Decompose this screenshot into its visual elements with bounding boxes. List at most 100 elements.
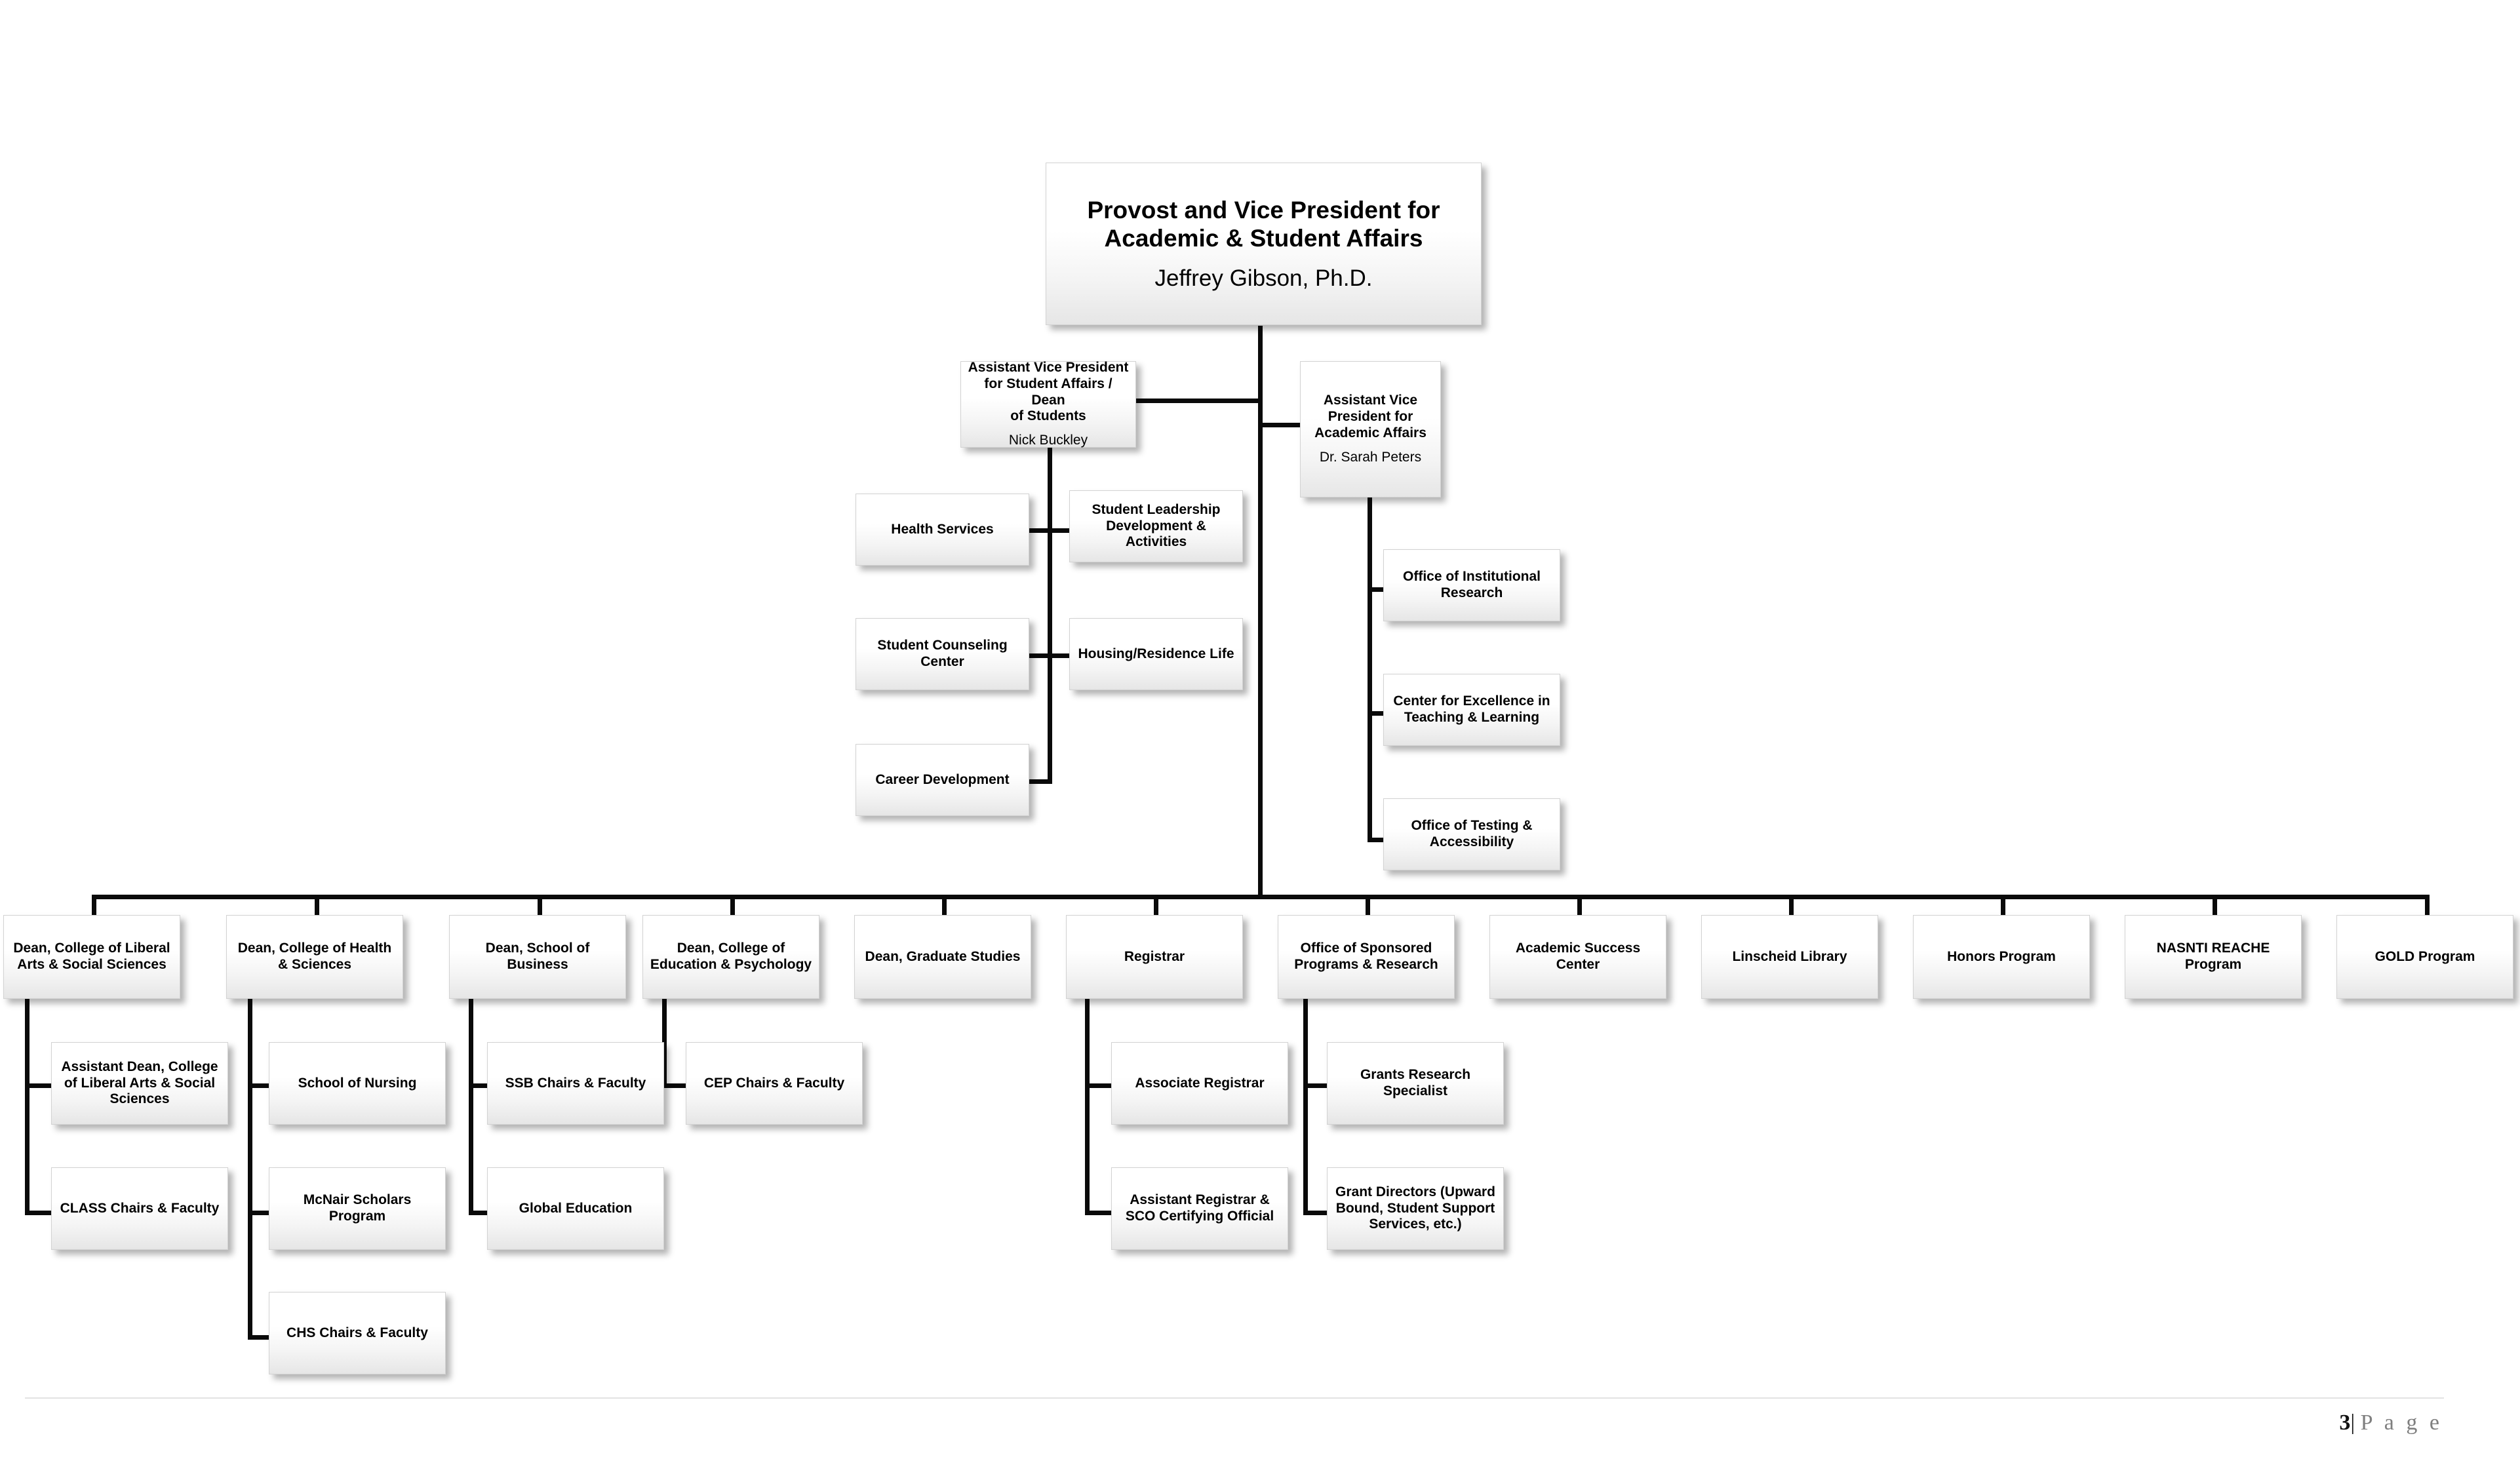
connector-provost-to-avp-aa [1258, 423, 1301, 427]
housing-residence-life-label: Housing/Residence Life [1078, 646, 1234, 661]
mcnair-scholars-label: McNair Scholars Program [303, 1192, 412, 1224]
footer-separator: | [2350, 1410, 2355, 1435]
student-leadership-label: Student Leadership Development & Activit… [1092, 501, 1221, 550]
org-node-avp-student-affairs[interactable]: Assistant Vice President for Student Aff… [960, 360, 1136, 448]
footer-divider [25, 1397, 2444, 1399]
org-node-chs-chairs-faculty[interactable]: CHS Chairs & Faculty [269, 1292, 446, 1374]
org-node-academic-success-center[interactable]: Academic Success Center [1489, 915, 1666, 999]
org-node-mcnair-scholars-program[interactable]: McNair Scholars Program [269, 1167, 446, 1250]
registrar-label: Registrar [1124, 948, 1185, 964]
connector-drop-dean-cep [730, 895, 735, 916]
connector-cep-to-cep-chairs [662, 1083, 686, 1088]
org-node-health-services[interactable]: Health Services [856, 494, 1029, 566]
connector-avp-sa-to-student-counseling [1029, 653, 1050, 658]
testing-accessibility-label: Office of Testing & Accessibility [1411, 818, 1533, 849]
honors-program-label: Honors Program [1947, 948, 2056, 964]
avp-aa-person-name: Dr. Sarah Peters [1319, 449, 1422, 465]
connector-dean-chs-trunk [248, 999, 252, 1340]
connector-drop-honors-program [2001, 895, 2005, 916]
dean-graduate-label: Dean, Graduate Studies [865, 948, 1021, 964]
connector-dean-class-trunk [25, 999, 30, 1215]
institutional-research-label: Office of Institutional Research [1403, 569, 1541, 600]
org-node-center-excellence-teaching-learning[interactable]: Center for Excellence in Teaching & Lear… [1383, 674, 1560, 746]
class-chairs-label: CLASS Chairs & Faculty [60, 1200, 220, 1216]
connector-drop-gold-program [2425, 895, 2430, 916]
ssb-chairs-label: SSB Chairs & Faculty [505, 1075, 646, 1091]
org-node-assistant-dean-class[interactable]: Assistant Dean, College of Liberal Arts … [51, 1042, 228, 1125]
org-node-office-sponsored-programs-research[interactable]: Office of Sponsored Programs & Research [1278, 915, 1455, 999]
gold-program-label: GOLD Program [2374, 948, 2475, 964]
connector-sponsored-to-grant-directors [1303, 1211, 1327, 1215]
org-node-dean-graduate-studies[interactable]: Dean, Graduate Studies [854, 915, 1031, 999]
connector-avp-aa-to-institutional-research [1368, 587, 1383, 592]
avp-aa-title-line3: Academic Affairs [1314, 425, 1427, 440]
connector-ssb-to-ssb-chairs [469, 1083, 487, 1088]
provost-title-line1: Provost and Vice President for [1087, 196, 1440, 224]
cep-chairs-label: CEP Chairs & Faculty [703, 1075, 845, 1091]
connector-avp-aa-trunk [1368, 497, 1372, 842]
org-node-grants-research-specialist[interactable]: Grants Research Specialist [1327, 1042, 1504, 1125]
org-node-student-counseling-center[interactable]: Student Counseling Center [856, 618, 1029, 690]
global-education-label: Global Education [519, 1200, 633, 1216]
org-node-grant-directors[interactable]: Grant Directors (Upward Bound, Student S… [1327, 1167, 1504, 1250]
org-node-student-leadership-development[interactable]: Student Leadership Development & Activit… [1069, 490, 1243, 562]
avp-sa-title-line3: of Students [1010, 408, 1086, 424]
org-node-dean-chs[interactable]: Dean, College of Health & Sciences [226, 915, 403, 999]
connector-drop-dean-class [92, 895, 96, 916]
page-footer: 3| P a g e [2339, 1410, 2443, 1435]
org-node-global-education[interactable]: Global Education [487, 1167, 664, 1250]
connector-avp-sa-to-student-leadership [1048, 528, 1069, 533]
connector-drop-nasnti-reache [2213, 895, 2217, 916]
linscheid-library-label: Linscheid Library [1732, 948, 1847, 964]
nasnti-reache-label: NASNTI REACHE Program [2156, 941, 2270, 972]
org-node-linscheid-library[interactable]: Linscheid Library [1701, 915, 1878, 999]
health-services-label: Health Services [891, 521, 994, 537]
connector-drop-registrar [1154, 895, 1158, 916]
connector-ssb-to-global-education [469, 1211, 487, 1215]
connector-provost-to-avp-sa [1132, 399, 1261, 403]
org-node-office-institutional-research[interactable]: Office of Institutional Research [1383, 549, 1560, 621]
footer-page-word: P a g e [2360, 1410, 2443, 1435]
connector-chs-to-nursing [248, 1083, 269, 1088]
avp-aa-title-line1: Assistant Vice [1323, 393, 1418, 408]
connector-avp-sa-trunk [1048, 448, 1052, 784]
connector-chs-to-mcnair [248, 1211, 269, 1215]
dean-class-label: Dean, College of Liberal Arts & Social S… [13, 941, 170, 972]
connector-drop-sponsored-programs [1366, 895, 1370, 916]
org-node-cep-chairs-faculty[interactable]: CEP Chairs & Faculty [686, 1042, 863, 1125]
student-counseling-label: Student Counseling Center [877, 638, 1008, 669]
org-node-dean-ssb[interactable]: Dean, School of Business [449, 915, 626, 999]
org-node-avp-academic-affairs[interactable]: Assistant Vice President for Academic Af… [1300, 361, 1441, 497]
chs-chairs-label: CHS Chairs & Faculty [286, 1325, 428, 1340]
org-node-nasnti-reache-program[interactable]: NASNTI REACHE Program [2125, 915, 2302, 999]
connector-drop-dean-ssb [538, 895, 542, 916]
avp-sa-title-line1: Assistant Vice President [968, 360, 1129, 376]
org-node-provost[interactable]: Provost and Vice President for Academic … [1046, 163, 1482, 325]
connector-avp-sa-to-health-services [1029, 528, 1050, 533]
connector-dean-ssb-trunk [469, 999, 473, 1215]
connector-chs-to-chs-chairs [248, 1335, 269, 1340]
org-node-school-of-nursing[interactable]: School of Nursing [269, 1042, 446, 1125]
connector-avp-aa-to-testing-accessibility [1368, 838, 1383, 842]
org-node-gold-program[interactable]: GOLD Program [2336, 915, 2513, 999]
org-node-career-development[interactable]: Career Development [856, 744, 1029, 816]
org-node-assistant-registrar-sco[interactable]: Assistant Registrar & SCO Certifying Off… [1111, 1167, 1288, 1250]
connector-registrar-to-assistant [1085, 1211, 1111, 1215]
connector-sponsored-to-grants-specialist [1303, 1083, 1327, 1088]
provost-title-line2: Academic & Student Affairs [1104, 225, 1423, 252]
org-node-office-testing-accessibility[interactable]: Office of Testing & Accessibility [1383, 798, 1560, 870]
connector-sponsored-trunk [1303, 999, 1308, 1215]
org-node-housing-residence-life[interactable]: Housing/Residence Life [1069, 618, 1243, 690]
org-node-ssb-chairs-faculty[interactable]: SSB Chairs & Faculty [487, 1042, 664, 1125]
org-node-registrar[interactable]: Registrar [1066, 915, 1243, 999]
connector-class-to-asst-dean [25, 1083, 51, 1088]
org-node-class-chairs-faculty[interactable]: CLASS Chairs & Faculty [51, 1167, 228, 1250]
org-node-honors-program[interactable]: Honors Program [1913, 915, 2090, 999]
org-node-dean-class[interactable]: Dean, College of Liberal Arts & Social S… [3, 915, 180, 999]
org-node-associate-registrar[interactable]: Associate Registrar [1111, 1042, 1288, 1125]
associate-registrar-label: Associate Registrar [1135, 1075, 1265, 1091]
connector-class-to-class-chairs [25, 1211, 51, 1215]
school-of-nursing-label: School of Nursing [298, 1075, 417, 1091]
org-node-dean-cep[interactable]: Dean, College of Education & Psychology [642, 915, 819, 999]
